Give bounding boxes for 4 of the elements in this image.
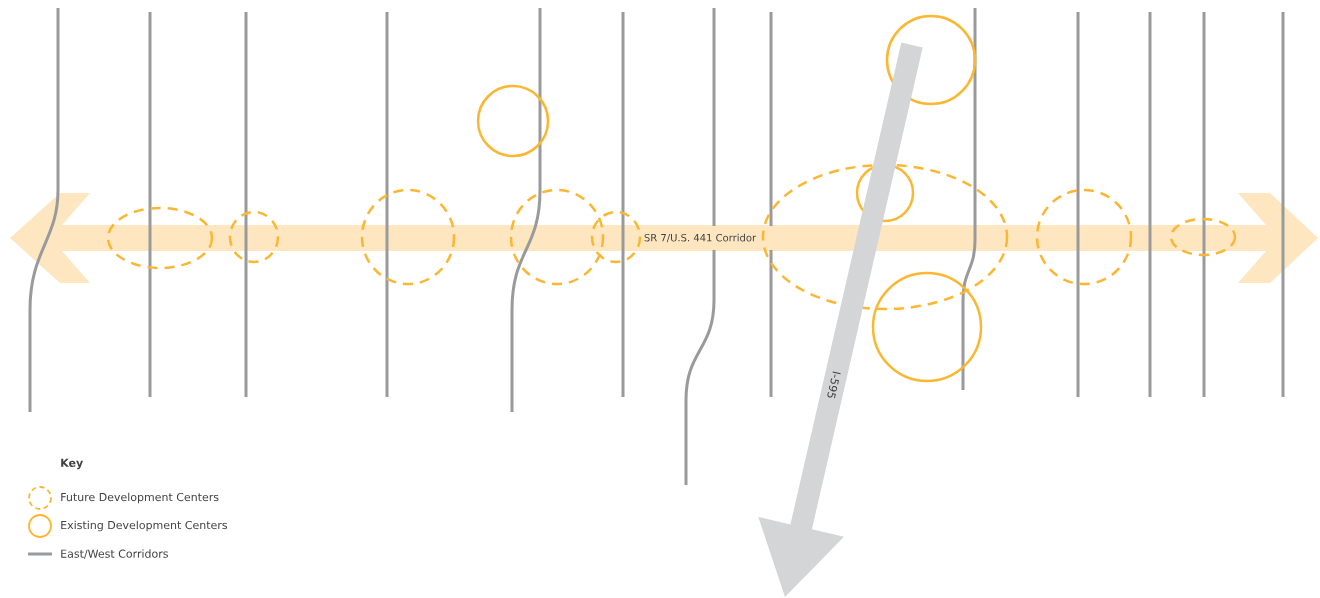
legend-text: Future Development Centers <box>61 492 219 504</box>
key-heading: Key <box>61 458 83 470</box>
legend-text: Existing Development Centers <box>61 520 228 532</box>
legend-text: East/West Corridors <box>61 549 168 559</box>
